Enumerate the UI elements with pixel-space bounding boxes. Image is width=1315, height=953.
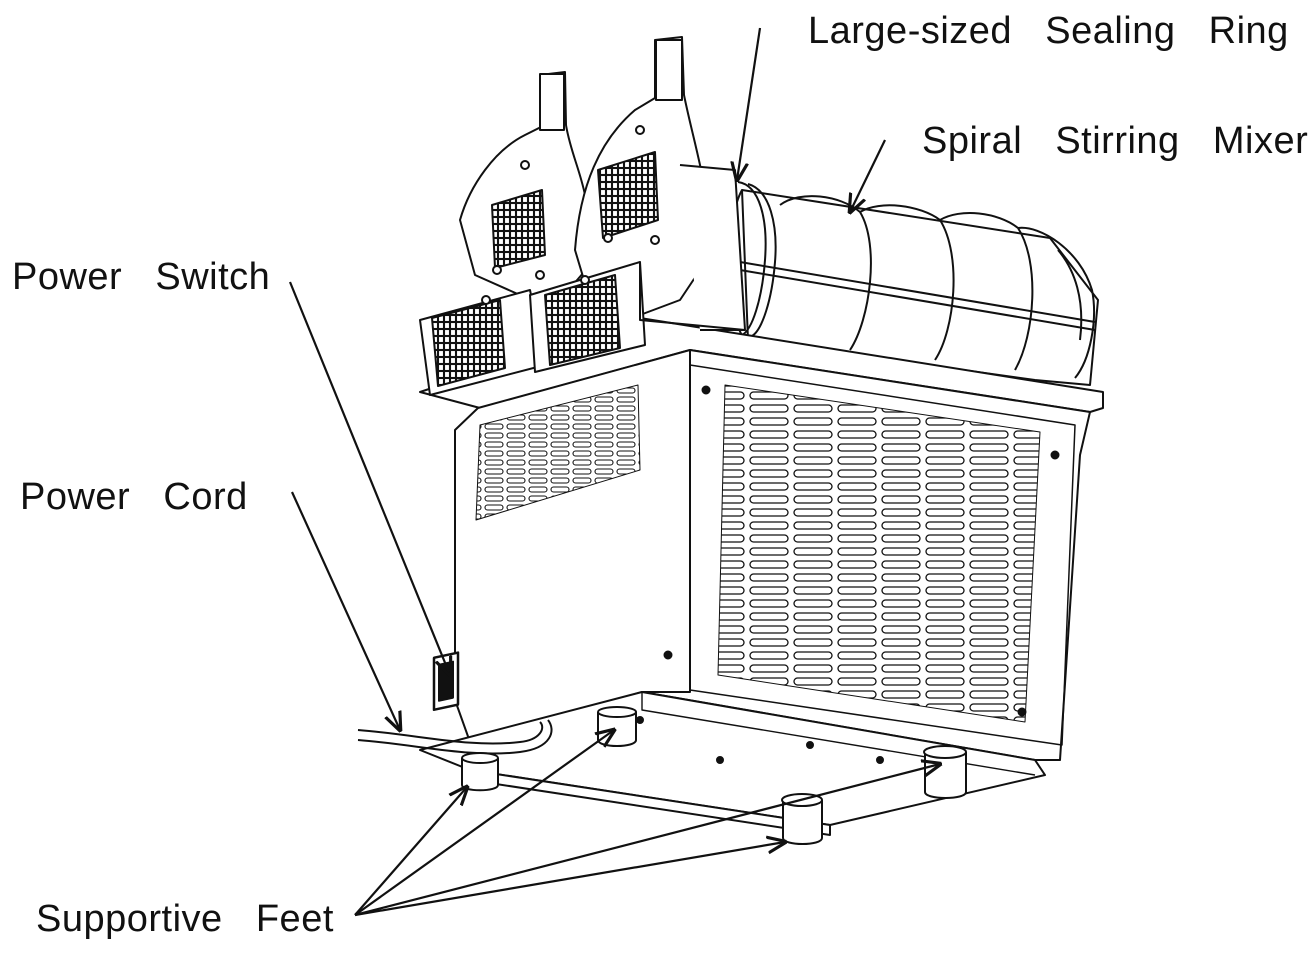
sealing-ring-arrow <box>737 27 762 180</box>
feet-arrow-2 <box>354 730 614 916</box>
feet-arrow-1 <box>354 787 467 916</box>
feet-arrow-3 <box>354 842 785 917</box>
power-switch-label: Power Switch <box>12 256 271 298</box>
power-switch <box>432 651 460 712</box>
dispenser-head-left <box>419 71 591 396</box>
foot-front-middle <box>781 793 823 845</box>
foot-rear-right <box>923 745 967 799</box>
leader-lines <box>288 27 940 917</box>
machine-drawing <box>357 36 1104 845</box>
spiral-mixer-label: Spiral Stirring Mixer <box>922 120 1309 162</box>
front-vent-louvers <box>717 384 1041 723</box>
power-cord-label: Power Cord <box>20 476 248 518</box>
dispenser-head-right <box>529 36 746 373</box>
power-cord-arrow <box>290 491 400 730</box>
supportive-feet-label: Supportive Feet <box>36 898 334 940</box>
feet-arrow-4 <box>354 764 940 917</box>
sealing-ring-label: Large-sized Sealing Ring <box>808 10 1289 52</box>
foot-rear-left <box>597 706 637 747</box>
side-vent <box>475 384 641 521</box>
foot-front-left <box>461 752 499 792</box>
bowl <box>728 181 1099 386</box>
power-switch-arrow <box>288 281 450 675</box>
spiral-mixer-arrow <box>850 139 886 212</box>
